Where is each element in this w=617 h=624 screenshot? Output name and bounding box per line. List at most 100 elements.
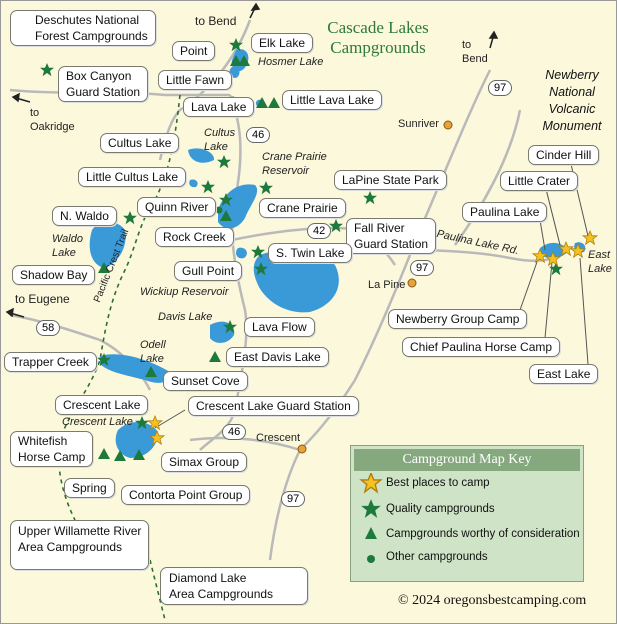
worthy-triangle-icon (114, 450, 126, 461)
east-lake-label[interactable]: East Lake (529, 364, 599, 384)
little-lava-lake-label[interactable]: Little Lava Lake (282, 90, 383, 110)
monument-line-2: National (549, 85, 595, 99)
worthy-triangle-icon (98, 448, 110, 459)
best-star-icon (359, 473, 383, 494)
lava-flow-label[interactable]: Lava Flow (244, 317, 315, 337)
point-label[interactable]: Point (172, 41, 216, 61)
lake-waldo (89, 221, 126, 268)
quality-star-icon (97, 353, 111, 367)
simax-group-label[interactable]: Simax Group (161, 452, 248, 472)
chief-paulina-label[interactable]: Chief Paulina Horse Camp (402, 337, 561, 357)
crane-prairie-label[interactable]: Crane Prairie (259, 198, 346, 218)
little-cultus-lake-label[interactable]: Little Cultus Lake (78, 167, 187, 187)
key-worthy: Campgrounds worthy of consideration (386, 528, 580, 540)
crescent-guard-station-label[interactable]: Crescent Lake Guard Station (188, 396, 359, 416)
quality-star-icon (361, 499, 381, 518)
leader-paulina (539, 219, 546, 251)
lake-little-cultus (189, 179, 198, 188)
whitefish-horse-camp-label[interactable]: Whitefish Horse Camp (10, 431, 94, 467)
davis-lake-text: Davis Lake (158, 311, 213, 323)
monument-line-3: Volcanic (548, 102, 596, 116)
quality-star-icon (229, 38, 243, 52)
trapper-creek-label[interactable]: Trapper Creek (4, 352, 97, 372)
crescent-lake-label[interactable]: Crescent Lake (55, 395, 149, 415)
rock-creek-label[interactable]: Rock Creek (155, 227, 234, 247)
paulina-lake-label[interactable]: Paulina Lake (462, 202, 548, 222)
worthy-triangle-icon (268, 97, 280, 108)
monument-title: Newberry National Volcanic Monument (532, 67, 612, 135)
sunset-cove-label[interactable]: Sunset Cove (163, 371, 248, 391)
fall-river-label[interactable]: Fall River Guard Station (346, 218, 437, 254)
lake-cultus (188, 148, 215, 163)
hwy-97-shield: 97 (488, 80, 513, 96)
best-star-icon (570, 243, 586, 258)
best-star-icon (147, 415, 163, 430)
to-oakridge-label: to Oakridge (30, 107, 75, 133)
upper-willamette-label[interactable]: Upper Willamette River Area Campgrounds (10, 520, 150, 570)
lake-twin (236, 247, 247, 259)
arrow-head-2 (488, 30, 499, 39)
arrow-head-1 (250, 2, 261, 11)
lava-lake-label[interactable]: Lava Lake (183, 97, 255, 117)
deschutes-label[interactable]: Deschutes National Forest Campgrounds (10, 10, 156, 46)
worthy-triangle-icon (256, 97, 268, 108)
n-waldo-label[interactable]: N. Waldo (52, 206, 117, 226)
map-key-title: Campground Map Key (354, 449, 580, 471)
worthy-triangle-icon (145, 366, 157, 377)
quality-star-icon (40, 63, 54, 77)
odell-lake-text: Odell Lake (140, 339, 166, 365)
sunriver-dot (443, 120, 453, 130)
title-line-2: Campgrounds (330, 38, 426, 57)
gull-point-label[interactable]: Gull Point (174, 261, 243, 281)
east-davis-lake-label[interactable]: East Davis Lake (226, 347, 329, 367)
other-dot-icon (215, 206, 223, 214)
lake-wickiup (253, 250, 339, 313)
elk-lake-label[interactable]: Elk Lake (251, 33, 314, 53)
quality-star-icon (217, 155, 231, 169)
to-eugene-label: to Eugene (15, 292, 70, 306)
best-star-icon (532, 248, 548, 263)
best-star-icon (582, 230, 598, 245)
diamond-lake-label[interactable]: Diamond Lake Area Campgrounds (160, 567, 309, 605)
little-fawn-label[interactable]: Little Fawn (158, 70, 233, 90)
cultus-lake-label[interactable]: Cultus Lake (100, 133, 180, 153)
key-other: Other campgrounds (386, 551, 488, 563)
leader-crater (544, 184, 561, 246)
hwy-46-shield: 46 (246, 127, 271, 143)
lapine-state-park-label[interactable]: LaPine State Park (334, 170, 447, 190)
shadow-bay-label[interactable]: Shadow Bay (12, 265, 96, 285)
quality-star-icon (219, 193, 233, 207)
sunriver-label: Sunriver (398, 118, 439, 130)
key-icons (359, 473, 383, 563)
quality-star-icon (123, 211, 137, 225)
quality-star-icon (363, 191, 377, 205)
map-key: Campground Map Key Best places to camp Q… (350, 445, 584, 582)
box-canyon-label[interactable]: Box Canyon Guard Station (58, 66, 149, 102)
map-title: Cascade Lakes Campgrounds (318, 18, 438, 58)
little-crater-label[interactable]: Little Crater (500, 171, 579, 191)
s-twin-lake-label[interactable]: S. Twin Lake (268, 243, 353, 263)
quinn-river-label[interactable]: Quinn River (137, 197, 217, 217)
copyright: © 2024 oregonsbestcamping.com (398, 593, 587, 608)
quality-star-icon (254, 262, 268, 276)
worthy-triangle-icon (230, 55, 242, 66)
la-pine-dot (407, 278, 417, 288)
trail-south (149, 559, 166, 621)
crane-prairie-reservoir-text: Crane Prairie Reservoir (262, 151, 327, 177)
leader-crescent-guard (154, 409, 186, 429)
contorta-point-group-label[interactable]: Contorta Point Group (121, 485, 251, 505)
hwy-42-shield: 42 (307, 223, 332, 239)
cinder-hill-label[interactable]: Cinder Hill (528, 145, 600, 165)
hwy-97-shield: 97 (410, 260, 435, 276)
spring-label[interactable]: Spring (64, 478, 115, 498)
key-quality: Quality campgrounds (386, 503, 495, 515)
cultus-lake-text: Cultus Lake (204, 127, 236, 153)
newberry-group-camp-label[interactable]: Newberry Group Camp (388, 309, 528, 329)
leader-chief (544, 261, 553, 339)
quality-star-icon (223, 320, 237, 334)
title-line-1: Cascade Lakes (327, 18, 429, 37)
la-pine-label: La Pine (368, 279, 406, 291)
quality-star-icon (329, 219, 343, 233)
monument-line-4: Monument (542, 119, 602, 133)
